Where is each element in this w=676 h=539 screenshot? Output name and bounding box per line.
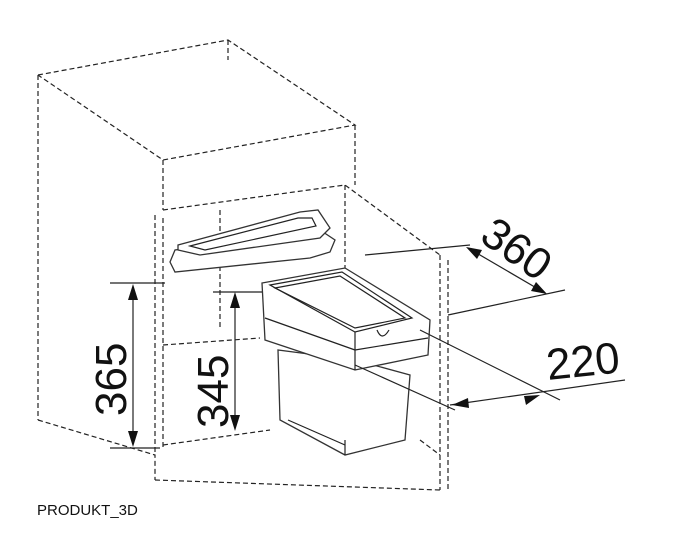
cabinet-height-label: 365 [87,343,136,416]
dimension-lines [110,244,626,449]
bin-height-label: 345 [189,355,238,428]
cabinet-outline [37,39,449,491]
waste-bin [261,267,431,456]
depth-label: 360 [472,208,560,290]
width-label: 220 [544,334,622,390]
caption: PRODUKT_3D [37,502,138,519]
lid-tray [169,209,336,273]
